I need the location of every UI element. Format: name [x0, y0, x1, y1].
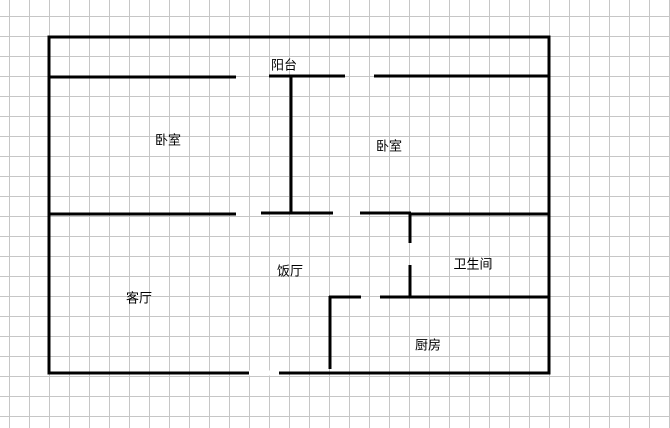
room-label-bedroom-right: 卧室: [375, 139, 403, 155]
middle-wall: [49, 211, 549, 216]
room-label-kitchen: 厨房: [414, 338, 442, 354]
outer-wall: [47, 35, 551, 375]
room-label-living-room: 客厅: [125, 291, 153, 307]
balcony-wall: [49, 74, 549, 79]
room-label-dining-room: 饭厅: [276, 264, 304, 280]
room-label-bedroom-left: 卧室: [154, 133, 182, 149]
kitchen-wall: [328, 295, 549, 369]
room-label-balcony: 阳台: [270, 58, 298, 74]
room-label-bathroom: 卫生间: [453, 257, 493, 273]
